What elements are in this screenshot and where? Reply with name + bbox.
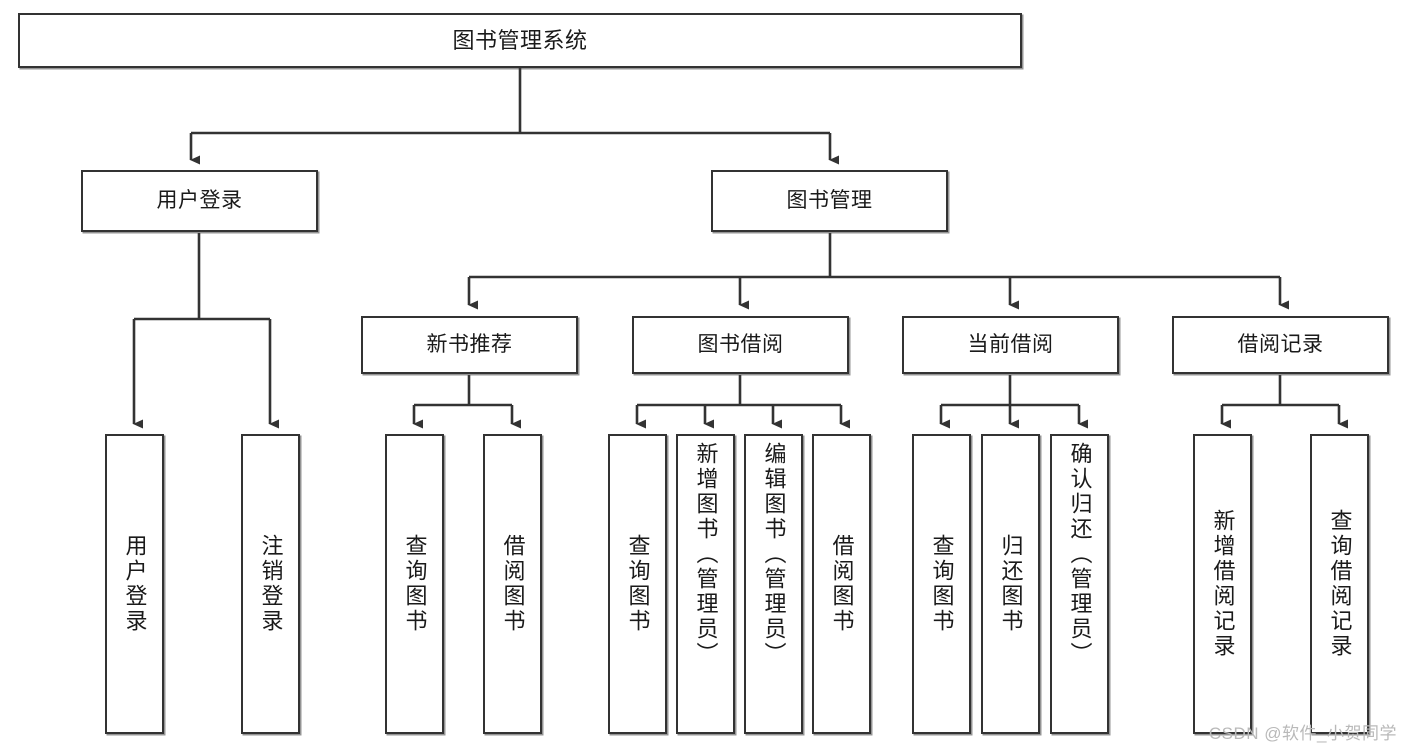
node-label: 用户登录 (122, 534, 148, 634)
node-leaf-borrowrecord-query-record[interactable]: 查询借阅记录 (1310, 434, 1369, 734)
node-label: 借阅记录 (1237, 332, 1324, 356)
node-label: 查询图书 (625, 534, 651, 634)
node-label: 图书管理 (786, 188, 873, 212)
node-label: 图书借阅 (697, 332, 784, 356)
node-leaf-currentborrow-return-book[interactable]: 归还图书 (981, 434, 1040, 734)
node-label: 借阅图书 (829, 534, 855, 634)
node-leaf-newbook-query-book[interactable]: 查询图书 (385, 434, 444, 734)
node-leaf-borrowrecord-add-record[interactable]: 新增借阅记录 (1193, 434, 1252, 734)
node-label: 查询借阅记录 (1327, 509, 1353, 659)
node-label: 查询图书 (402, 534, 428, 634)
node-book-management[interactable]: 图书管理 (711, 170, 948, 232)
node-leaf-currentborrow-confirm-return[interactable]: 确认归还（管理员） (1050, 434, 1109, 734)
node-leaf-bookborrow-add-book[interactable]: 新增图书（管理员） (676, 434, 735, 734)
node-leaf-newbook-borrow-book[interactable]: 借阅图书 (483, 434, 542, 734)
node-label: 新增图书（管理员） (693, 442, 719, 667)
node-leaf-user-login-login[interactable]: 用户登录 (105, 434, 164, 734)
node-leaf-bookborrow-query-book[interactable]: 查询图书 (608, 434, 667, 734)
node-leaf-bookborrow-borrow-book[interactable]: 借阅图书 (812, 434, 871, 734)
node-leaf-bookborrow-edit-book[interactable]: 编辑图书（管理员） (744, 434, 803, 734)
node-label: 编辑图书（管理员） (761, 442, 787, 667)
node-book-borrow[interactable]: 图书借阅 (632, 316, 849, 374)
node-user-login[interactable]: 用户登录 (81, 170, 318, 232)
node-label: 当前借阅 (967, 332, 1054, 356)
node-label: 图书管理系统 (452, 27, 588, 53)
node-leaf-user-login-logout[interactable]: 注销登录 (241, 434, 300, 734)
node-label: 用户登录 (156, 188, 243, 212)
node-label: 归还图书 (998, 534, 1024, 634)
node-current-borrow[interactable]: 当前借阅 (902, 316, 1119, 374)
node-label: 借阅图书 (500, 534, 526, 634)
node-label: 注销登录 (258, 534, 284, 634)
node-label: 新书推荐 (426, 332, 513, 356)
watermark-text: CSDN @软件_小贺同学 (1208, 724, 1397, 743)
node-root-book-management-system[interactable]: 图书管理系统 (18, 13, 1022, 68)
node-leaf-currentborrow-query-book[interactable]: 查询图书 (912, 434, 971, 734)
node-borrow-record[interactable]: 借阅记录 (1172, 316, 1389, 374)
node-new-book-recommend[interactable]: 新书推荐 (361, 316, 578, 374)
node-label: 确认归还（管理员） (1067, 442, 1093, 667)
node-label: 查询图书 (929, 534, 955, 634)
node-label: 新增借阅记录 (1210, 509, 1236, 659)
